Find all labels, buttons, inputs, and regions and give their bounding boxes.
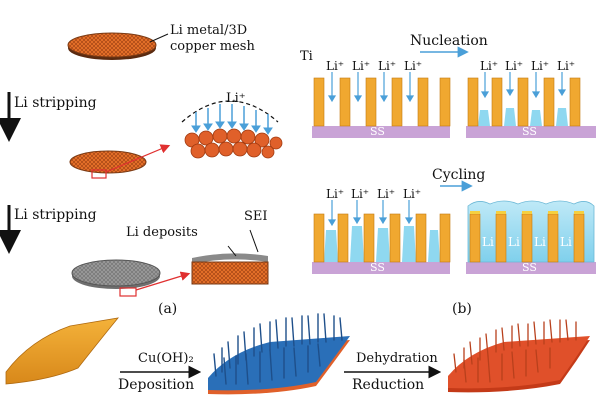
pillars-filled: [466, 200, 596, 274]
li-ion-b6: Li⁺: [505, 59, 524, 73]
cycling-label: Cycling: [432, 167, 486, 183]
li-ion-b7: Li⁺: [531, 59, 550, 73]
li-ion-b1: Li⁺: [326, 59, 345, 73]
ti-label: Ti: [300, 49, 313, 64]
panel-b-tag: (b): [452, 301, 472, 317]
mesh-label-line2: copper mesh: [170, 39, 255, 54]
reagent-label: Cu(OH)₂: [138, 351, 194, 366]
pillars-growing: [312, 200, 451, 274]
step1-label: Li stripping: [14, 95, 97, 111]
nanowire-array: [208, 313, 350, 395]
li-ion-b5: Li⁺: [480, 59, 499, 73]
li-ion-c3: Li⁺: [377, 187, 396, 201]
sei-label: SEI: [244, 209, 268, 224]
dehydration-label: Dehydration: [356, 351, 438, 366]
synthesis-strip: [5, 313, 590, 395]
li-ion-c2: Li⁺: [351, 187, 370, 201]
step2-label: Li stripping: [14, 207, 97, 223]
panel-b: [312, 46, 596, 274]
pillars-initial: [312, 72, 451, 138]
ss-label-1: SS: [370, 125, 385, 138]
li-fill-4: Li: [560, 235, 572, 249]
li-ion-label-a: Li⁺: [226, 91, 246, 106]
panel-a-tag: (a): [158, 301, 178, 317]
ss-label-4: SS: [522, 261, 537, 274]
ss-label-3: SS: [370, 261, 385, 274]
mesh-disc-stripped: [69, 144, 171, 179]
li-fill-2: Li: [508, 235, 520, 249]
li-ion-c4: Li⁺: [403, 187, 422, 201]
li-ion-b2: Li⁺: [352, 59, 371, 73]
copper-mesh-disc: [67, 32, 169, 60]
li-ion-b8: Li⁺: [557, 59, 576, 73]
ss-label-2: SS: [522, 125, 537, 138]
li-fill-3: Li: [534, 235, 546, 249]
li-ion-b3: Li⁺: [378, 59, 397, 73]
copper-nanowire-array: [448, 319, 590, 393]
pillars-nucleated: [466, 72, 596, 138]
deposits-label: Li deposits: [126, 225, 198, 240]
gray-mesh-disc: [71, 259, 191, 297]
copper-substrate: [5, 317, 119, 385]
li-fill-1: Li: [482, 235, 494, 249]
li-ion-b4: Li⁺: [404, 59, 423, 73]
li-sphere-zoom: [181, 100, 283, 159]
nucleation-label: Nucleation: [410, 33, 488, 49]
mesh-label-line1: Li metal/3D: [170, 23, 248, 38]
li-ion-c1: Li⁺: [326, 187, 345, 201]
panel-a: [0, 32, 283, 297]
sei-block: [191, 229, 269, 285]
reduction-label: Reduction: [352, 377, 425, 393]
deposition-label: Deposition: [118, 377, 195, 393]
